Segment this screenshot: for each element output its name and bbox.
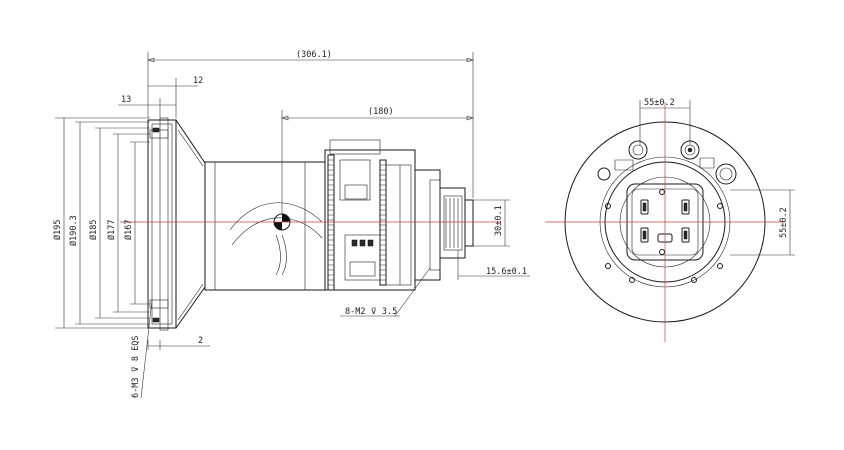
dimensions-top: (306.1) 12 13 (180) [118,50,474,214]
dim-overall-length: (306.1) [296,50,332,60]
dim-front-step: 13 [121,95,131,105]
dimensions-front: 55±0.2 55±0.2 [639,98,795,256]
dim-dia-195: Ø195 [52,220,63,240]
dim-dia-167: Ø167 [123,220,134,240]
dim-rear-length: (180) [368,107,394,117]
dim-front-vertical: 55±0.2 [779,207,789,238]
dim-front-horizontal: 55±0.2 [644,98,675,108]
dim-bottom-gap: 2 [198,336,203,346]
dim-mount-dia: 30±0.1 [494,205,504,236]
gear-teeth [327,154,387,291]
dim-dia-190-3: Ø190.3 [68,215,79,246]
dimensions-diameters: Ø195 Ø190.3 Ø185 Ø177 Ø167 [52,117,150,329]
dim-flange-offset: 12 [193,76,203,86]
side-view-lens [147,117,474,331]
dim-mount-length: 15.6±0.1 [486,267,527,277]
dim-front-holes: 6-M3 ⊽ 8 EQS [131,335,141,398]
dimensions-side-right: 30±0.1 15.6±0.1 8-M2 ⊽ 3.5 2 6-M3 ⊽ 8 EQ… [131,199,530,399]
dim-screw-holes: 8-M2 ⊽ 3.5 [345,307,397,317]
dim-dia-177: Ø177 [106,220,117,240]
dim-dia-185: Ø185 [88,220,99,240]
